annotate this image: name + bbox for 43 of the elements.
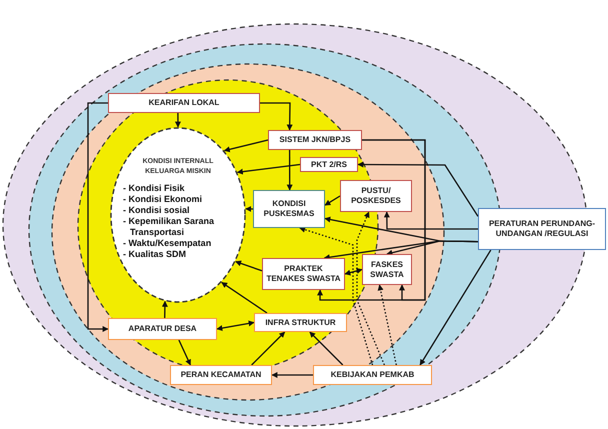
label-box: PRAKTEK TENAKES SWASTA [262,258,345,290]
label-box: INFRA STRUKTUR [254,313,347,332]
arrow [386,240,478,256]
arrow [236,164,300,175]
arrow [286,150,293,191]
label-box: KEBIJAKAN PEMKAB [313,365,432,385]
arrow [245,206,253,212]
label-box: PERATURAN PERUNDANG-UNDANGAN /REGULASI [478,208,606,250]
arrow [260,102,293,131]
label-box: PKT 2/RS [300,157,358,172]
label-box: APARATUR DESA [108,318,217,340]
arrow [357,162,479,217]
list-item: - Kondisi Ekonomi [123,194,204,205]
arrow [362,139,426,301]
arrow [420,250,492,366]
arrow [162,300,168,318]
arrow [87,102,109,332]
list-item: - Kondisi Fisik [123,183,186,194]
label-box: PUSTU/ POSKESDES [340,180,412,212]
label-box: KEARIFAN LOKAL [108,93,260,113]
list-item: - Kualitas SDM [123,249,188,260]
arrow [309,332,344,366]
label-box: PERAN KECAMATAN [170,365,272,385]
double-arrow [344,268,363,276]
arrow [384,211,478,230]
dotted-arrow [356,211,385,366]
label-box: KONDISI PUSKESMAS [253,190,325,228]
arrow [324,195,340,206]
arrow [178,340,191,366]
arrow [221,282,268,314]
arrow [251,332,286,366]
dotted-arrow [378,284,397,366]
arrow [224,139,268,152]
arrow [174,113,181,128]
arrow [271,372,313,378]
list-item: - Kepemilikan Sarana Transportasi [123,216,216,238]
list-item: - Kondisi sosial [123,205,191,216]
double-arrow [216,320,255,332]
dotted-arrow [299,226,374,366]
list-item: - Waktu/Kesempatan [123,238,212,249]
arrow [235,260,262,272]
label-box: SISTEM JKN/BPJS [268,130,362,150]
label-box: FASKES SWASTA [362,254,412,285]
